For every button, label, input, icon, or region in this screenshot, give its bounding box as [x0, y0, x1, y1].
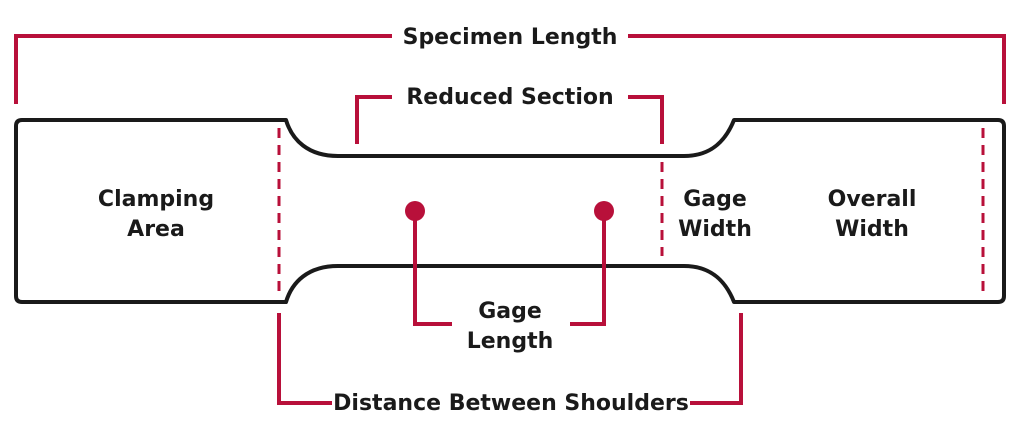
shoulders-line-left	[277, 313, 332, 405]
overall-width-label-line1: Overall	[828, 187, 917, 212]
specimen-length-line-left	[14, 34, 392, 104]
specimen-outline	[14, 118, 1006, 304]
gage-width-label-line2: Width	[678, 217, 752, 242]
gage-length-label-line1: Gage	[478, 299, 542, 324]
specimen-length-bracket: Specimen Length	[14, 25, 1006, 104]
specimen-length-line-right	[628, 34, 1006, 104]
gage-mark-left	[405, 201, 425, 221]
reduced-section-line-right	[628, 95, 664, 144]
gage-length-label-line2: Length	[467, 329, 554, 354]
reduced-section-line-left	[355, 95, 392, 144]
distance-between-shoulders-bracket: Distance Between Shoulders	[277, 313, 743, 416]
reduced-section-label: Reduced Section	[406, 85, 613, 110]
overall-width-label-line2: Width	[835, 217, 909, 242]
clamping-area-label-line1: Clamping	[98, 187, 214, 212]
reduced-section-bracket: Reduced Section	[355, 85, 664, 144]
gage-length-line-left	[413, 216, 452, 326]
shoulders-line-right	[690, 313, 743, 405]
gage-length-line-right	[570, 216, 606, 326]
distance-between-shoulders-label: Distance Between Shoulders	[333, 391, 689, 416]
gage-mark-right	[594, 201, 614, 221]
clamping-area-label-line2: Area	[127, 217, 185, 242]
gage-width-label-line1: Gage	[683, 187, 747, 212]
specimen-length-label: Specimen Length	[403, 25, 618, 50]
gage-length-bracket: Gage Length	[405, 201, 614, 354]
